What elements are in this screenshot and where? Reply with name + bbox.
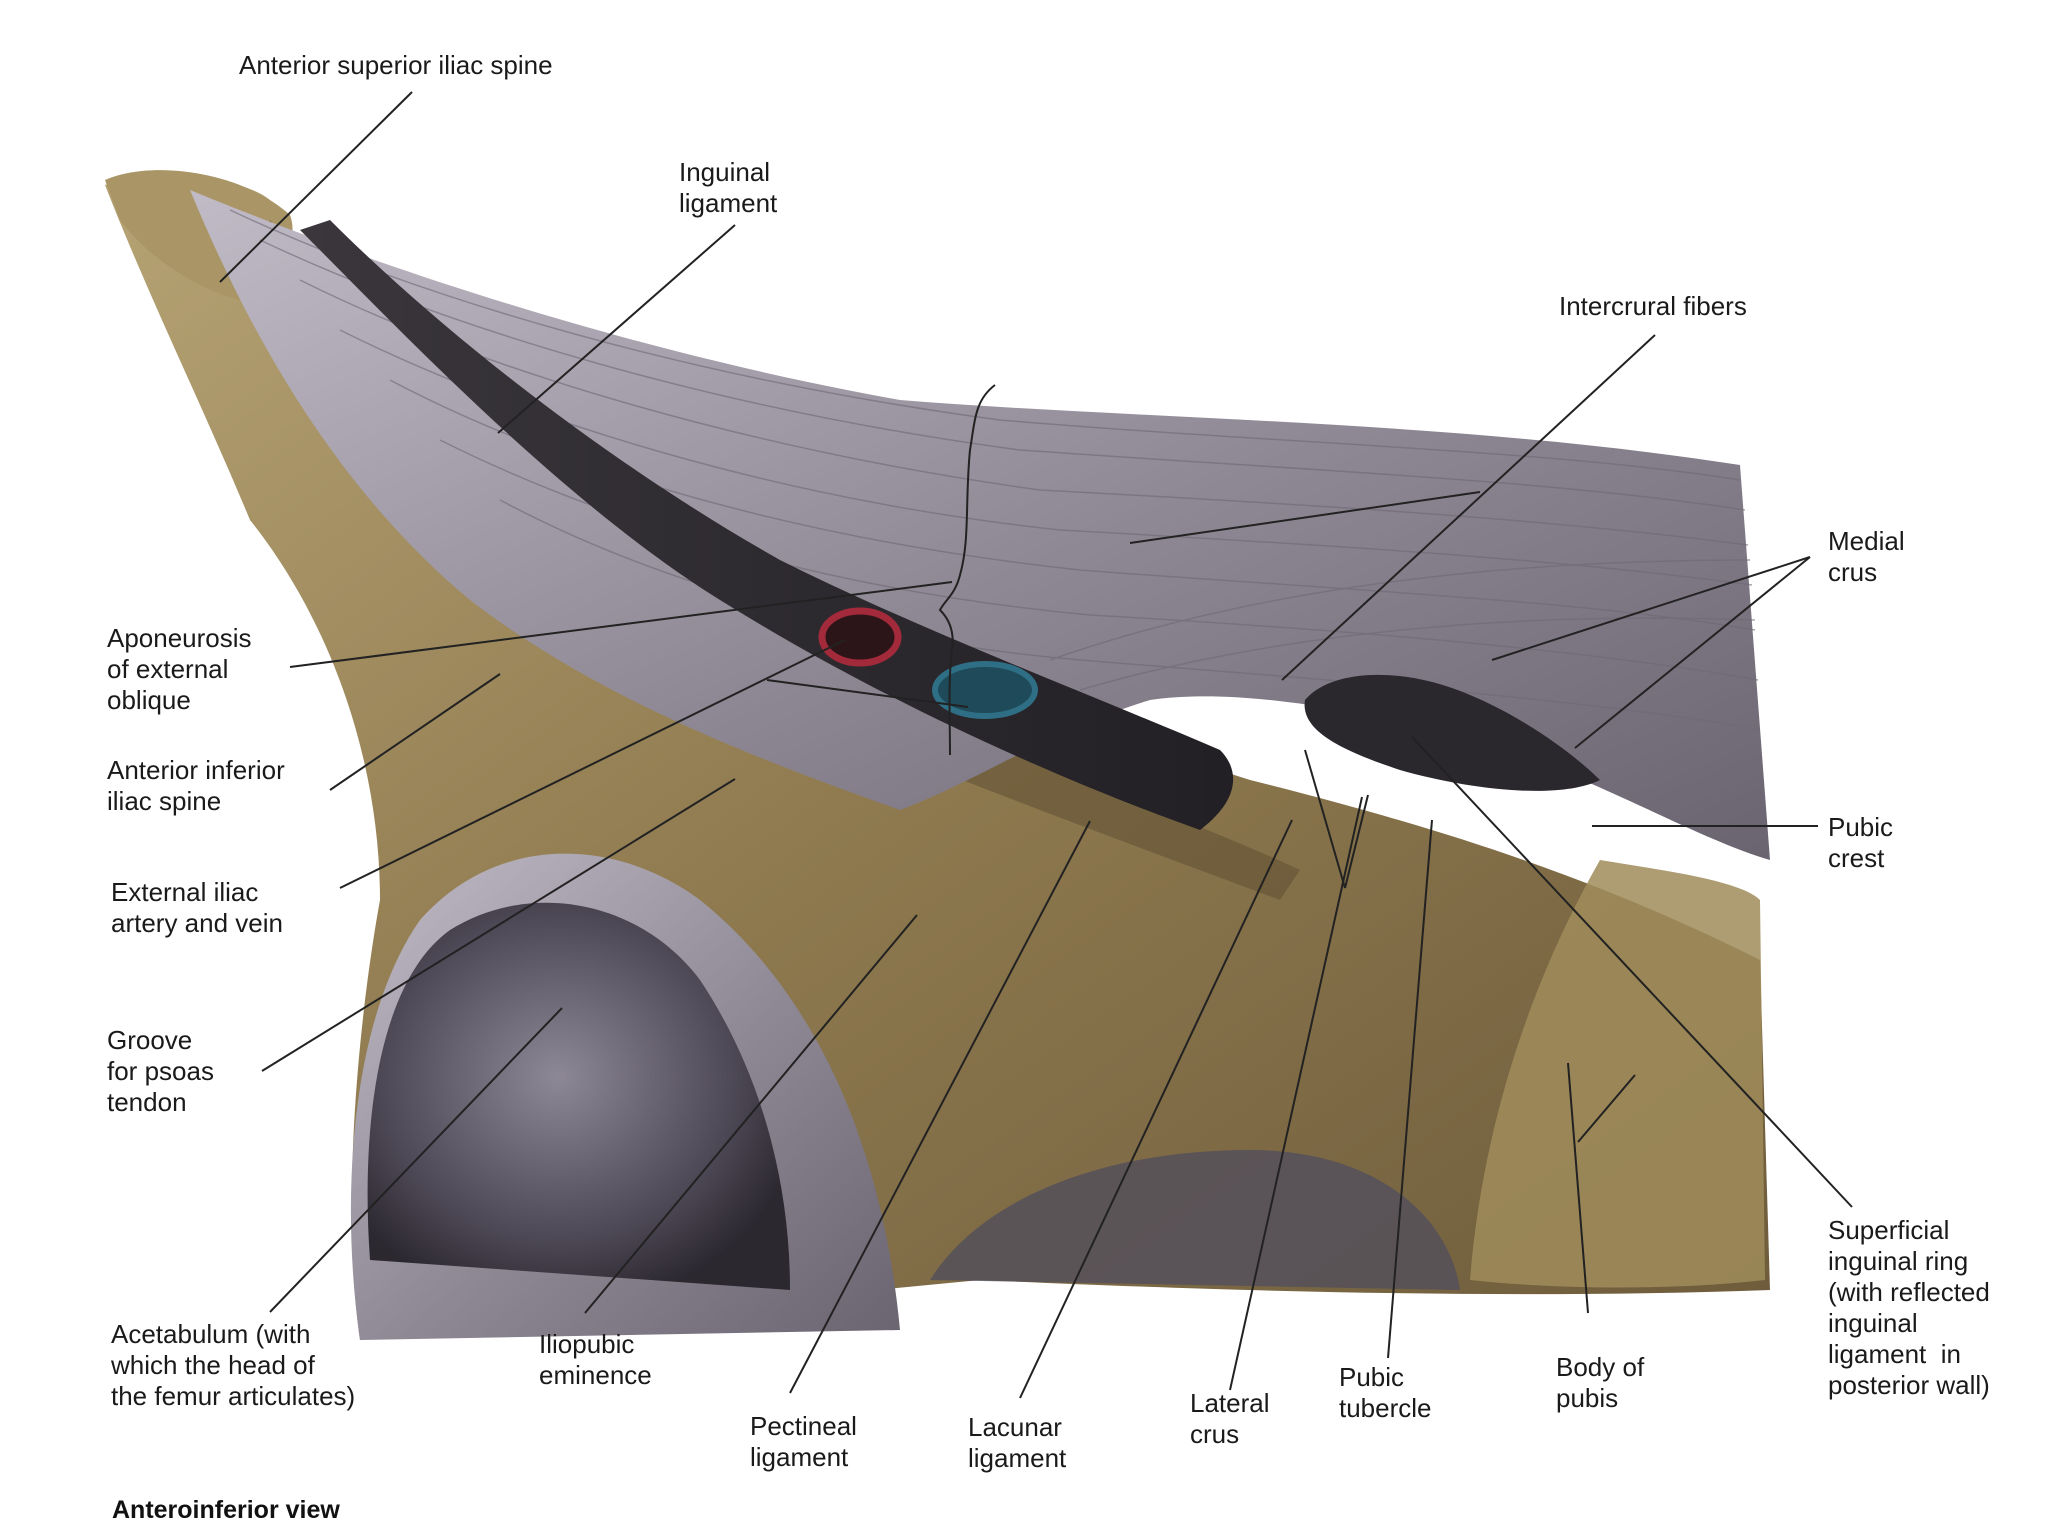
label-inguinal-ligament: Inguinal ligament [679, 157, 778, 218]
ligament-fibers [229, 209, 1761, 731]
leader-acetabulum [269, 1007, 563, 1313]
leader-intercrural-fibers-a [1129, 491, 1481, 544]
leader-intercrural-fibers-b [1281, 334, 1656, 681]
label-anterior-superior-iliac-spine: Anterior superior iliac spine [239, 50, 553, 80]
bone-shadow [250, 220, 1300, 900]
leader-medial-crus-a [1491, 556, 1811, 661]
label-pubic-crest: Pubic crest [1828, 812, 1894, 873]
label-external-iliac-artery-vein: External iliac artery and vein [111, 877, 283, 938]
label-intercrural-fibers: Intercrural fibers [1559, 291, 1747, 321]
label-lacunar-ligament: Lacunar ligament [968, 1412, 1067, 1473]
external-iliac-vein [932, 661, 1038, 719]
superficial-ring-opening [1304, 674, 1600, 791]
label-groove-psoas-tendon: Groove for psoas tendon [107, 1025, 214, 1117]
leader-lines [219, 91, 1853, 1399]
leader-iliopubic-eminence [584, 914, 918, 1314]
leader-medial-crus-b [1574, 556, 1811, 749]
label-medial-crus: Medial crus [1828, 526, 1905, 587]
leader-inguinal-ligament [497, 224, 736, 434]
leader-body-of-pubis-a [1567, 1062, 1589, 1314]
external-iliac-artery [818, 607, 902, 667]
label-iliopubic-eminence: Iliopubic eminence [539, 1329, 652, 1390]
leader-pubic-tubercle [1387, 819, 1433, 1359]
leader-external-iliac-a [339, 639, 846, 889]
label-pubic-tubercle: Pubic tubercle [1339, 1362, 1432, 1423]
label-lateral-crus: Lateral crus [1190, 1388, 1270, 1449]
leader-aponeurosis [289, 581, 953, 668]
label-aponeurosis-external-oblique: Aponeurosis of external oblique [107, 623, 252, 715]
leader-aiis [329, 673, 501, 791]
view-caption: Anteroinferior view [112, 1496, 340, 1524]
label-pectineal-ligament: Pectineal ligament [750, 1411, 857, 1472]
obturator-region [930, 1150, 1460, 1290]
leader-lateral-crus-c [1344, 794, 1369, 889]
leader-lateral-crus-a [1229, 796, 1363, 1391]
leader-external-iliac-b [766, 679, 969, 708]
aponeurosis-bracket [938, 384, 996, 756]
leader-lacunar-ligament [1019, 819, 1293, 1399]
label-anterior-inferior-iliac-spine: Anterior inferior iliac spine [107, 755, 285, 816]
label-body-of-pubis: Body of pubis [1556, 1352, 1645, 1413]
pubic-body [1470, 860, 1765, 1288]
leader-body-of-pubis-b [1577, 1074, 1636, 1143]
leader-lateral-crus-b [1304, 749, 1346, 889]
leader-superficial-ring [1411, 736, 1853, 1208]
label-acetabulum: Acetabulum (with which the head of the f… [111, 1319, 356, 1411]
label-superficial-inguinal-ring: Superficial inguinal ring (with reflecte… [1828, 1215, 1990, 1400]
leader-pectineal-ligament [789, 820, 1091, 1394]
leader-asis [219, 91, 413, 283]
leader-groove-psoas [261, 778, 736, 1072]
